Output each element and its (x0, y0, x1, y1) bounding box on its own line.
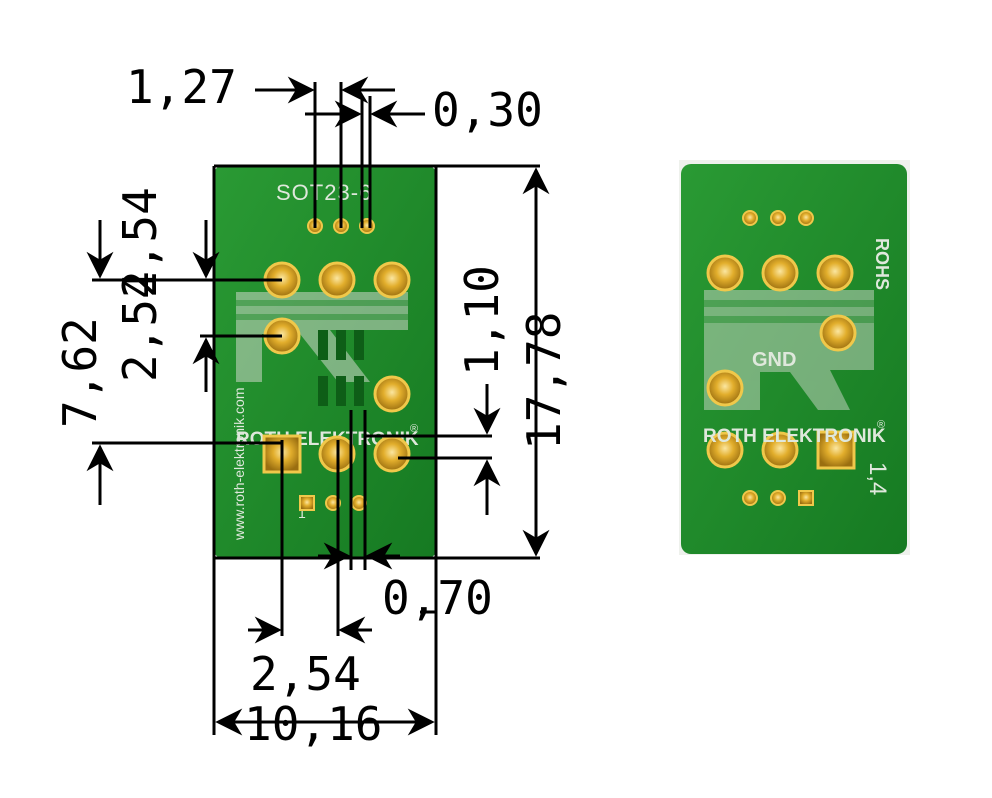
back-board: ROHS GND ROTH ELEKTRONIK ® 1,4 (679, 160, 910, 555)
pad-large (373, 261, 411, 299)
front-board: SOT23-6 ROTH ELEKTRONIK ® www.roth-elekt… (214, 166, 436, 558)
dim-1-27: 1,27 (126, 60, 237, 114)
registered-mark: ® (877, 419, 885, 431)
url-label: www.roth-elektronik.com (231, 388, 247, 542)
rohs-label: ROHS (872, 238, 892, 290)
pad-small (770, 490, 786, 506)
pad-large (761, 254, 799, 292)
part-number-label: SOT23-6 (276, 180, 372, 205)
pad-large (373, 375, 411, 413)
dim-2-54-vertical-mid: 2,54 (113, 271, 167, 382)
dim-2-54-vertical-top: 2,54 (113, 187, 167, 298)
pad-small (742, 210, 758, 226)
pad-large-square (816, 430, 856, 470)
gnd-label: GND (752, 349, 796, 371)
pad-large (706, 431, 744, 469)
pad-small-square (798, 490, 814, 506)
traces (318, 330, 364, 406)
dim-17-78: 17,78 (517, 312, 571, 450)
dim-2-54-horizontal: 2,54 (250, 647, 361, 701)
pin1-label: 1 (298, 505, 306, 521)
code-label: 1,4 (864, 462, 891, 495)
pad-large (816, 254, 854, 292)
brand-label: ROTH ELEKTRONIK (703, 426, 886, 447)
registered-mark: ® (410, 423, 418, 435)
pad-large (706, 254, 744, 292)
pad-small (798, 210, 814, 226)
sot-pads-bottom (299, 495, 367, 511)
pad-large (706, 369, 744, 407)
dim-10-16: 10,16 (244, 697, 382, 751)
dim-0-30: 0,30 (432, 83, 543, 137)
pad-large (761, 431, 799, 469)
dim-0-70: 0,70 (382, 571, 493, 625)
dimension-labels: 1,27 0,30 1,10 17,78 7,62 2,54 2,54 0,70… (53, 60, 571, 751)
pad-large (373, 435, 411, 473)
dimension-lines (86, 76, 550, 736)
pad-small-square (299, 495, 315, 511)
dim-7-62: 7,62 (53, 317, 107, 428)
pad-small (770, 210, 786, 226)
dim-1-10: 1,10 (455, 265, 509, 376)
pad-small (742, 490, 758, 506)
pad-large (819, 314, 857, 352)
pad-large (318, 261, 356, 299)
